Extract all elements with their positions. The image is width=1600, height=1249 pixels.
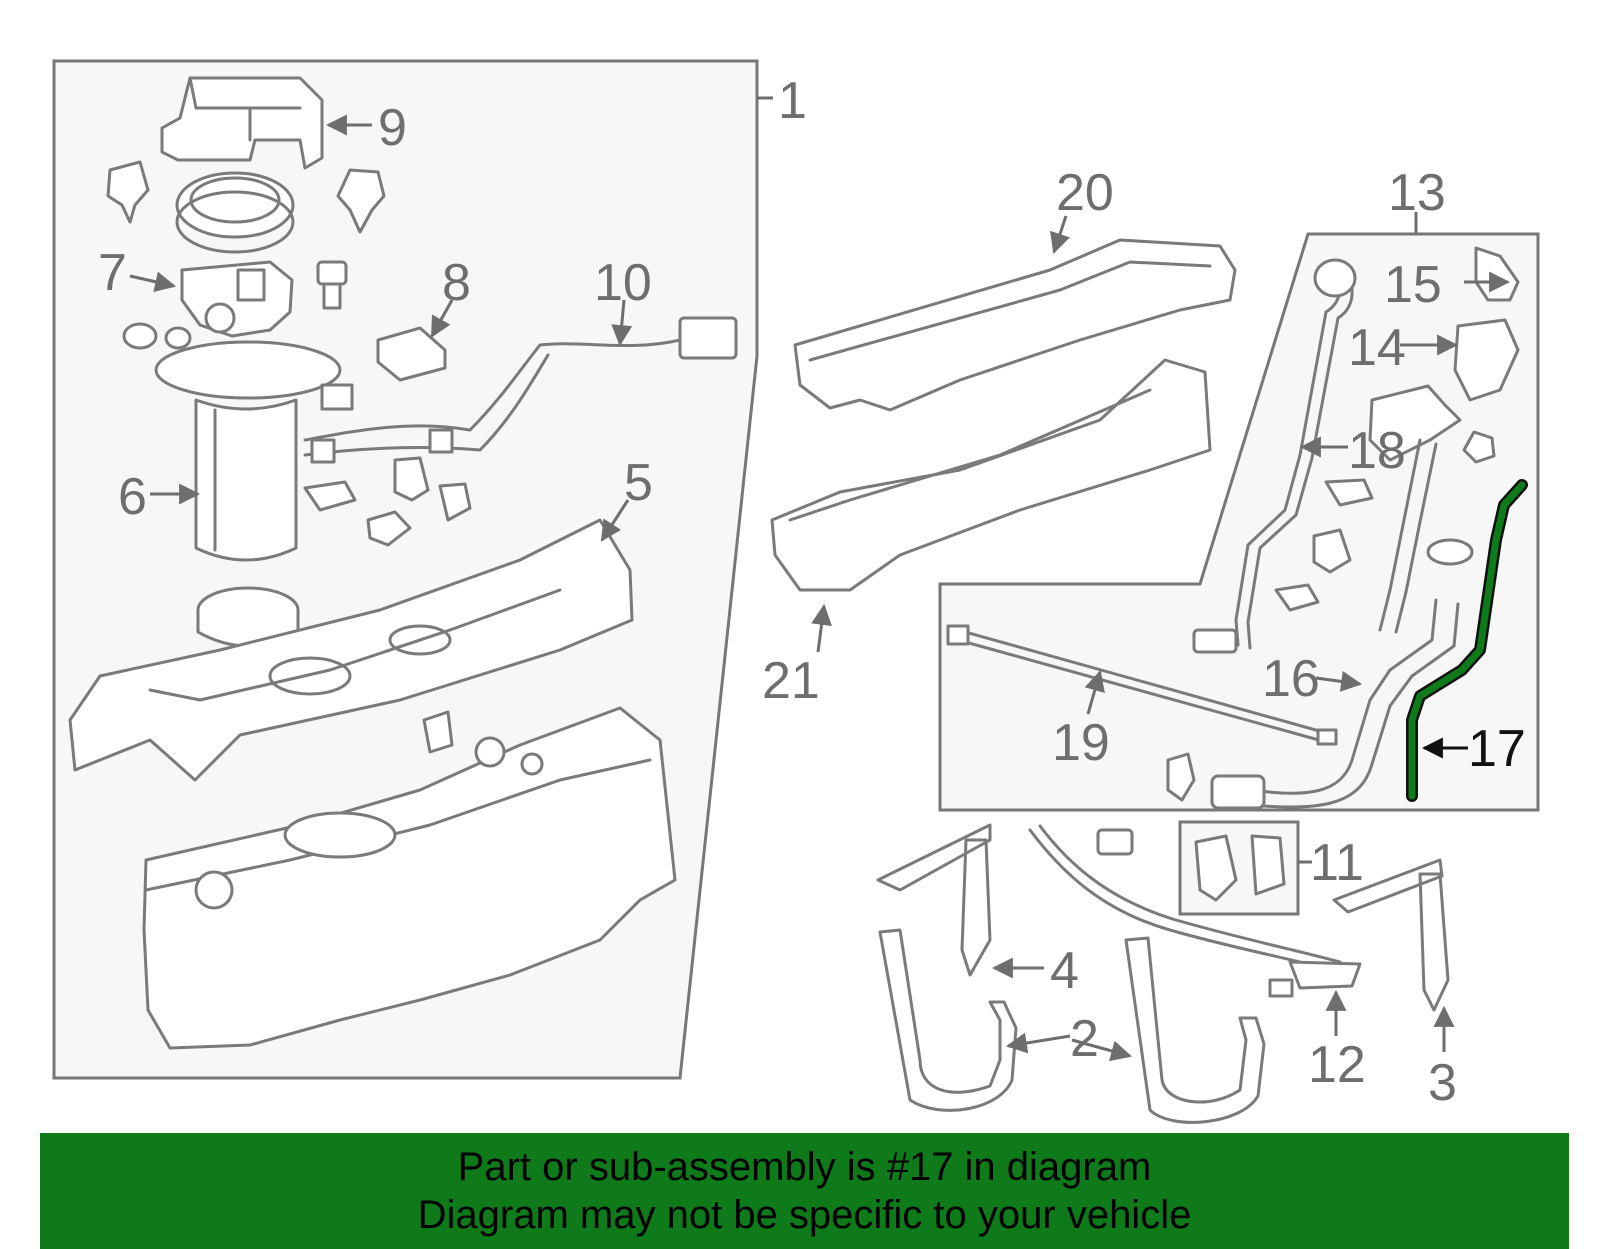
callout-8: 8 — [442, 254, 471, 312]
clip-19[interactable] — [1166, 752, 1196, 802]
info-banner: Part or sub-assembly is #17 in diagram D… — [40, 1133, 1569, 1249]
callout-11: 11 — [1310, 834, 1364, 892]
part-19-line[interactable] — [946, 624, 1338, 746]
part-3-bracket[interactable] — [1332, 858, 1450, 1012]
part-filler-neck[interactable] — [1368, 384, 1496, 634]
leaders — [129, 114, 1511, 1062]
clip-left[interactable] — [106, 160, 150, 224]
callout-10: 10 — [594, 254, 652, 312]
callout-13: 13 — [1388, 164, 1446, 222]
callout-14: 14 — [1348, 319, 1406, 377]
part-5-tank-shield[interactable] — [68, 518, 634, 782]
box-11 — [1178, 820, 1312, 916]
misc-clips[interactable] — [303, 383, 472, 547]
part-2-strap-right[interactable] — [1124, 936, 1266, 1124]
part-4-bracket[interactable] — [876, 823, 992, 977]
callout-1: 1 — [778, 72, 807, 130]
part-16-filler-hose[interactable] — [1210, 598, 1460, 810]
callout-labels: 1 9 7 8 10 6 5 20 13 15 14 18 21 16 19 1… — [98, 72, 1526, 1112]
part-18-vent-tube[interactable] — [1192, 258, 1357, 654]
banner-line-1: Part or sub-assembly is #17 in diagram — [457, 1145, 1152, 1189]
callout-6: 6 — [118, 468, 147, 526]
callout-7: 7 — [98, 244, 127, 302]
callout-9: 9 — [378, 99, 407, 157]
callout-3: 3 — [1428, 1054, 1457, 1112]
callout-18: 18 — [1348, 422, 1406, 480]
callout-5: 5 — [624, 454, 653, 512]
clip-right[interactable] — [336, 168, 386, 234]
small-parts-13[interactable] — [1274, 478, 1474, 612]
part-8-sensor[interactable] — [376, 326, 447, 382]
callout-21: 21 — [762, 652, 820, 710]
callout-19: 19 — [1052, 714, 1110, 772]
bolt[interactable] — [316, 260, 348, 310]
part-6-pump-module[interactable] — [154, 340, 342, 648]
part-9-pump-cover[interactable] — [160, 76, 324, 170]
seals[interactable] — [122, 322, 192, 350]
callout-2: 2 — [1070, 1010, 1099, 1068]
callout-17: 17 — [1468, 720, 1526, 778]
callout-20: 20 — [1056, 164, 1114, 222]
fuel-tank[interactable] — [142, 706, 677, 1050]
lock-ring[interactable] — [175, 171, 295, 254]
part-14-housing[interactable] — [1453, 318, 1520, 402]
part-17-tube-highlighted[interactable] — [1406, 479, 1528, 802]
part-7-valve[interactable] — [180, 260, 294, 338]
callout-4: 4 — [1050, 942, 1079, 1000]
callout-12: 12 — [1308, 1036, 1366, 1094]
part-20-upper-shield[interactable] — [793, 238, 1237, 412]
part-21-lower-shield[interactable] — [770, 358, 1212, 592]
banner-line-2: Diagram may not be specific to your vehi… — [417, 1193, 1192, 1237]
callout-16: 16 — [1262, 650, 1320, 708]
callout-15: 15 — [1384, 256, 1442, 314]
part-2-strap-left[interactable] — [878, 928, 1018, 1112]
part-10-harness[interactable] — [303, 316, 738, 464]
part-12-cable[interactable] — [1028, 824, 1362, 998]
